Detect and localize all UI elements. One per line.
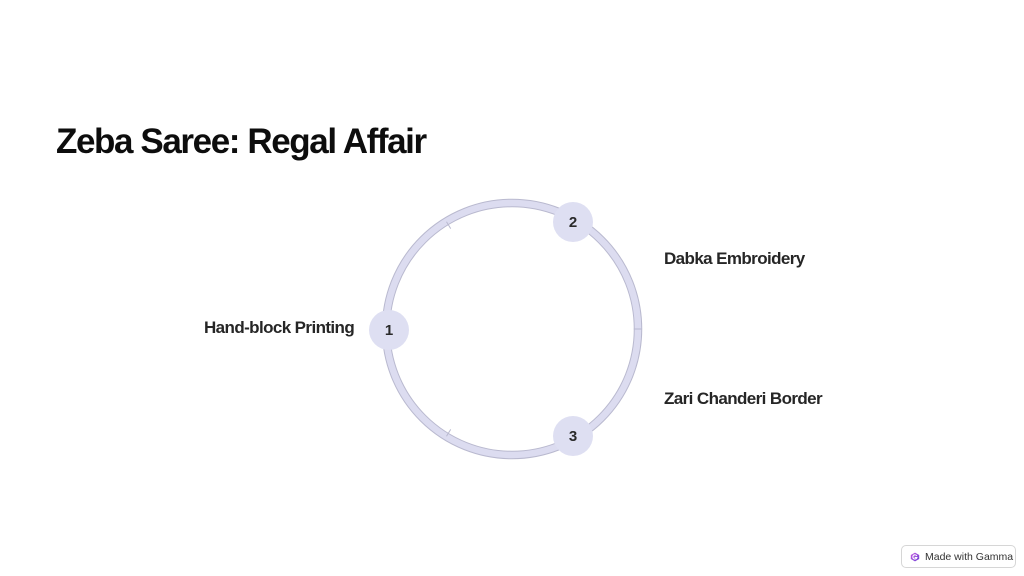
step-number-1: 1 <box>384 321 394 339</box>
step-node-1: 1 <box>369 310 409 350</box>
step-node-3: 3 <box>553 416 593 456</box>
badge-label: Made with Gamma <box>925 550 1014 563</box>
ring-segment-divider <box>446 221 452 229</box>
step-number-2: 2 <box>568 213 578 231</box>
step-node-2: 2 <box>553 202 593 242</box>
made-with-gamma-badge[interactable]: Made with Gamma <box>901 545 1016 568</box>
slide-title: Zeba Saree: Regal Affair <box>56 122 427 161</box>
step-number-3: 3 <box>568 427 578 445</box>
gamma-logo-icon <box>910 552 920 561</box>
ring-segment-divider <box>446 429 452 437</box>
step-label-2: Dabka Embroidery <box>664 249 805 268</box>
step-label-3: Zari Chanderi Border <box>664 389 823 408</box>
step-label-1: Hand-block Printing <box>204 318 355 337</box>
